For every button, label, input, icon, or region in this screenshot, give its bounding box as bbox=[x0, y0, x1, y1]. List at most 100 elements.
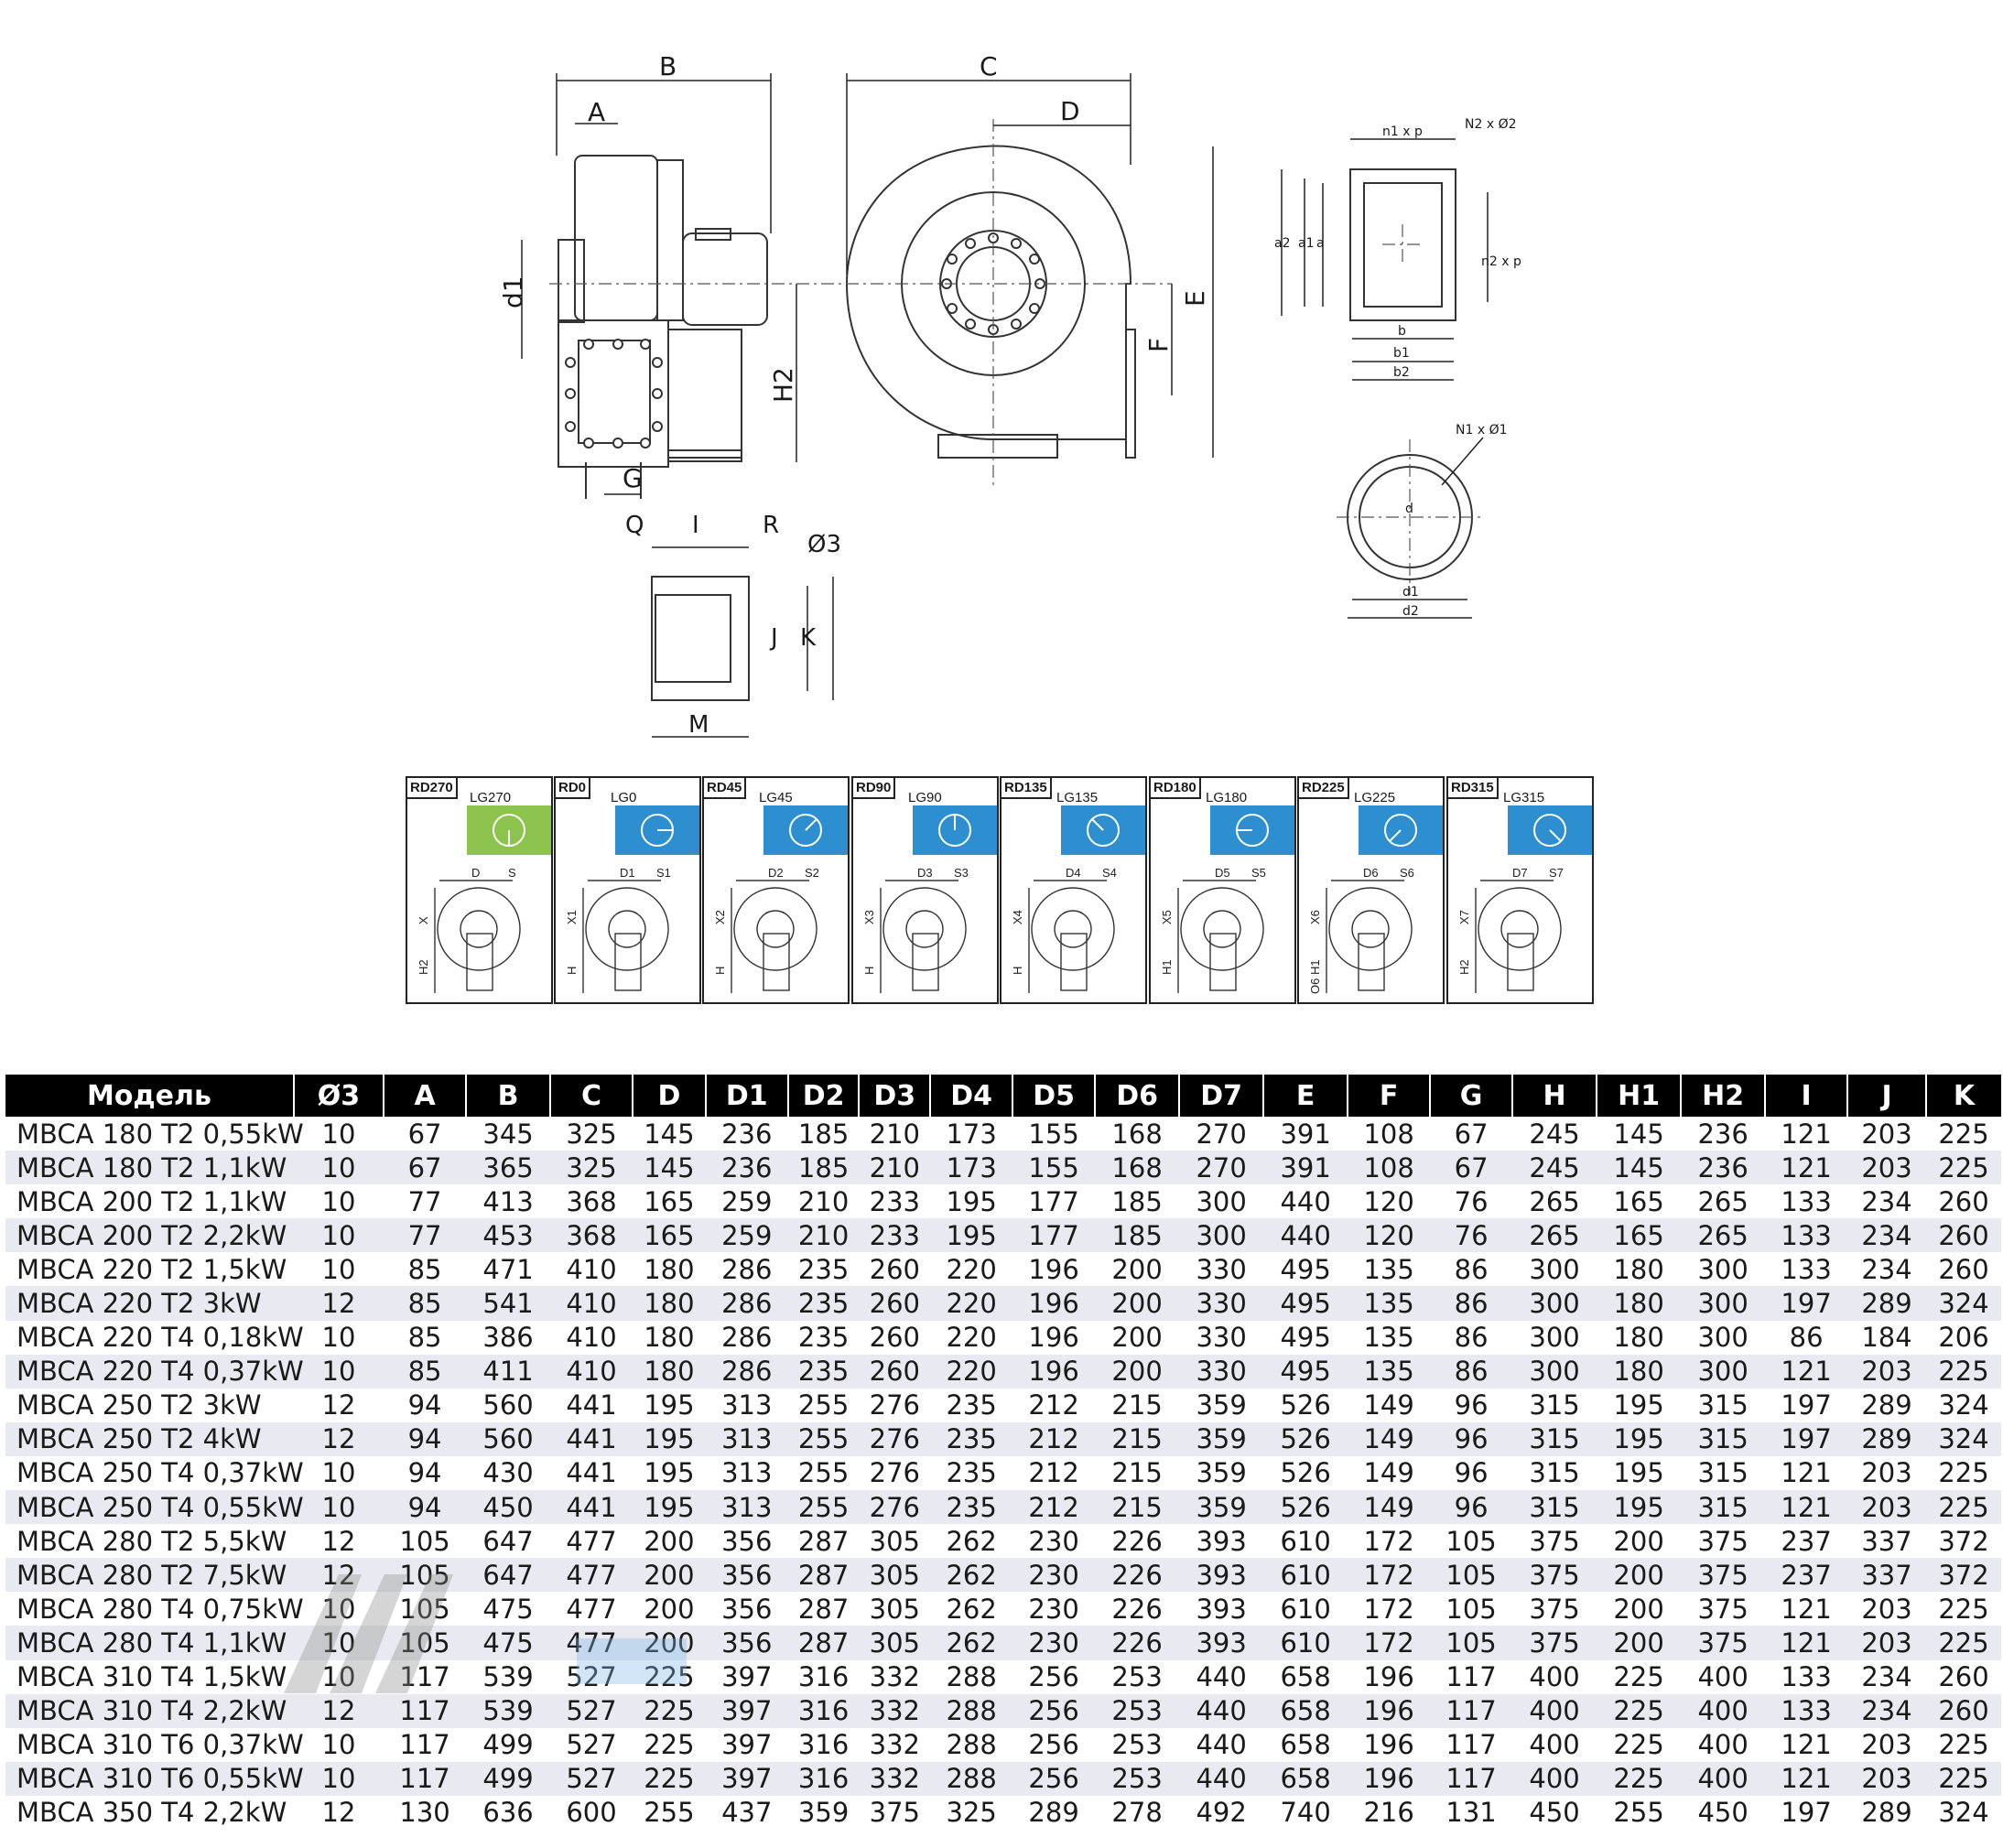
column-header: B bbox=[466, 1075, 552, 1117]
dimension-cell: 210 bbox=[859, 1117, 931, 1151]
dimension-cell: 233 bbox=[859, 1218, 931, 1253]
dimension-cell: 330 bbox=[1179, 1320, 1264, 1355]
dimension-cell: 149 bbox=[1348, 1455, 1431, 1491]
flange-label-n1p: n1 x p bbox=[1382, 124, 1423, 139]
dimension-cell: 185 bbox=[1095, 1184, 1180, 1219]
dimension-cell: 200 bbox=[1597, 1558, 1682, 1593]
dimension-cell: 375 bbox=[859, 1795, 931, 1830]
dimension-cell: 441 bbox=[550, 1388, 633, 1422]
dimension-cell: 135 bbox=[1348, 1354, 1431, 1389]
dimension-cell: 197 bbox=[1765, 1795, 1848, 1830]
dimension-cell: 94 bbox=[384, 1388, 467, 1422]
position-dim-label: H bbox=[713, 967, 727, 975]
dimension-cell: 255 bbox=[787, 1388, 860, 1422]
dimension-cell: 430 bbox=[466, 1455, 551, 1491]
dimension-cell: 12 bbox=[293, 1693, 384, 1728]
dimension-cell: 253 bbox=[1095, 1693, 1180, 1728]
dimension-cell: 375 bbox=[1681, 1558, 1766, 1593]
model-name-cell: MBCA 280 T4 0,75kW bbox=[5, 1592, 304, 1626]
dimension-cell: 12 bbox=[293, 1795, 384, 1830]
position-rd-label: RD0 bbox=[556, 778, 591, 799]
model-name-cell: MBCA 350 T4 2,2kW bbox=[5, 1795, 294, 1830]
dimension-cell: 105 bbox=[1430, 1626, 1513, 1660]
dimension-cell: 117 bbox=[384, 1693, 467, 1728]
dimension-cell: 315 bbox=[1681, 1455, 1766, 1491]
dimension-cell: 541 bbox=[466, 1286, 551, 1321]
dimension-cell: 117 bbox=[1430, 1693, 1513, 1728]
dimension-cell: 215 bbox=[1095, 1388, 1180, 1422]
dimension-cell: 300 bbox=[1179, 1218, 1264, 1253]
dimension-cell: 658 bbox=[1263, 1659, 1348, 1694]
dimension-cell: 195 bbox=[1597, 1455, 1682, 1491]
position-rd-label: RD45 bbox=[704, 778, 747, 799]
dimension-cell: 495 bbox=[1263, 1286, 1348, 1321]
dimension-cell: 265 bbox=[1681, 1218, 1766, 1253]
dimension-cell: 173 bbox=[930, 1117, 1013, 1151]
dimension-cell: 225 bbox=[633, 1761, 706, 1796]
dim-label-A: A bbox=[588, 97, 605, 127]
dimension-cell: 105 bbox=[384, 1592, 467, 1626]
dimension-cell: 235 bbox=[930, 1388, 1013, 1422]
dimension-cell: 288 bbox=[930, 1693, 1013, 1728]
flange-label-b1: b1 bbox=[1393, 346, 1410, 361]
dimension-cell: 85 bbox=[384, 1286, 467, 1321]
rect-flange-drawing bbox=[1349, 168, 1456, 321]
dim-label-Q: Q bbox=[625, 512, 644, 539]
dimension-cell: 121 bbox=[1765, 1727, 1848, 1762]
dimension-cell: 200 bbox=[633, 1558, 706, 1593]
dimension-cell: 450 bbox=[1512, 1795, 1597, 1830]
dimension-cell: 220 bbox=[930, 1320, 1013, 1355]
dimension-cell: 237 bbox=[1765, 1558, 1848, 1593]
dimension-cell: 276 bbox=[859, 1490, 931, 1525]
dimension-cell: 203 bbox=[1847, 1761, 1926, 1796]
dimension-cell: 117 bbox=[1430, 1659, 1513, 1694]
dimension-cell: 397 bbox=[705, 1727, 788, 1762]
dimension-cell: 225 bbox=[1597, 1659, 1682, 1694]
dimension-cell: 313 bbox=[705, 1455, 788, 1491]
model-name-cell: MBCA 250 T4 0,55kW bbox=[5, 1490, 304, 1525]
dim-label-C: C bbox=[980, 51, 998, 81]
dimension-cell: 300 bbox=[1681, 1320, 1766, 1355]
dimension-cell: 658 bbox=[1263, 1693, 1348, 1728]
dimension-cell: 305 bbox=[859, 1626, 931, 1660]
dimension-cell: 117 bbox=[1430, 1727, 1513, 1762]
dimension-cell: 200 bbox=[1597, 1524, 1682, 1559]
dimension-cell: 10 bbox=[293, 1151, 384, 1185]
dimension-cell: 288 bbox=[930, 1761, 1013, 1796]
dimension-cell: 313 bbox=[705, 1490, 788, 1525]
position-dim-label: X7 bbox=[1457, 910, 1471, 924]
dimension-cell: 10 bbox=[293, 1659, 384, 1694]
dimension-cell: 133 bbox=[1765, 1218, 1848, 1253]
dimension-cell: 315 bbox=[1512, 1421, 1597, 1456]
dimension-cell: 265 bbox=[1681, 1184, 1766, 1219]
dimension-cell: 133 bbox=[1765, 1252, 1848, 1287]
dimension-cell: 453 bbox=[466, 1218, 551, 1253]
dimension-cell: 10 bbox=[293, 1184, 384, 1219]
dimension-cell: 375 bbox=[1681, 1592, 1766, 1626]
dimension-cell: 77 bbox=[384, 1218, 467, 1253]
dimension-cell: 105 bbox=[1430, 1524, 1513, 1559]
front-view-drawing bbox=[845, 145, 1136, 459]
dimension-cell: 12 bbox=[293, 1558, 384, 1593]
model-name-cell: MBCA 220 T2 3kW bbox=[5, 1286, 294, 1321]
dimension-cell: 526 bbox=[1263, 1388, 1348, 1422]
dimension-cell: 315 bbox=[1681, 1421, 1766, 1456]
dimension-cell: 200 bbox=[1095, 1320, 1180, 1355]
dimension-cell: 108 bbox=[1348, 1151, 1431, 1185]
dimension-cell: 86 bbox=[1765, 1320, 1848, 1355]
flange-label-d2: d2 bbox=[1402, 604, 1419, 619]
dimension-cell: 85 bbox=[384, 1320, 467, 1355]
dimension-cell: 85 bbox=[384, 1252, 467, 1287]
position-dim-label: D2 bbox=[768, 866, 784, 880]
dimension-cell: 365 bbox=[466, 1151, 551, 1185]
dimension-cell: 155 bbox=[1012, 1117, 1096, 1151]
dimension-cell: 527 bbox=[550, 1659, 633, 1694]
dimension-cell: 96 bbox=[1430, 1421, 1513, 1456]
dimension-cell: 477 bbox=[550, 1524, 633, 1559]
